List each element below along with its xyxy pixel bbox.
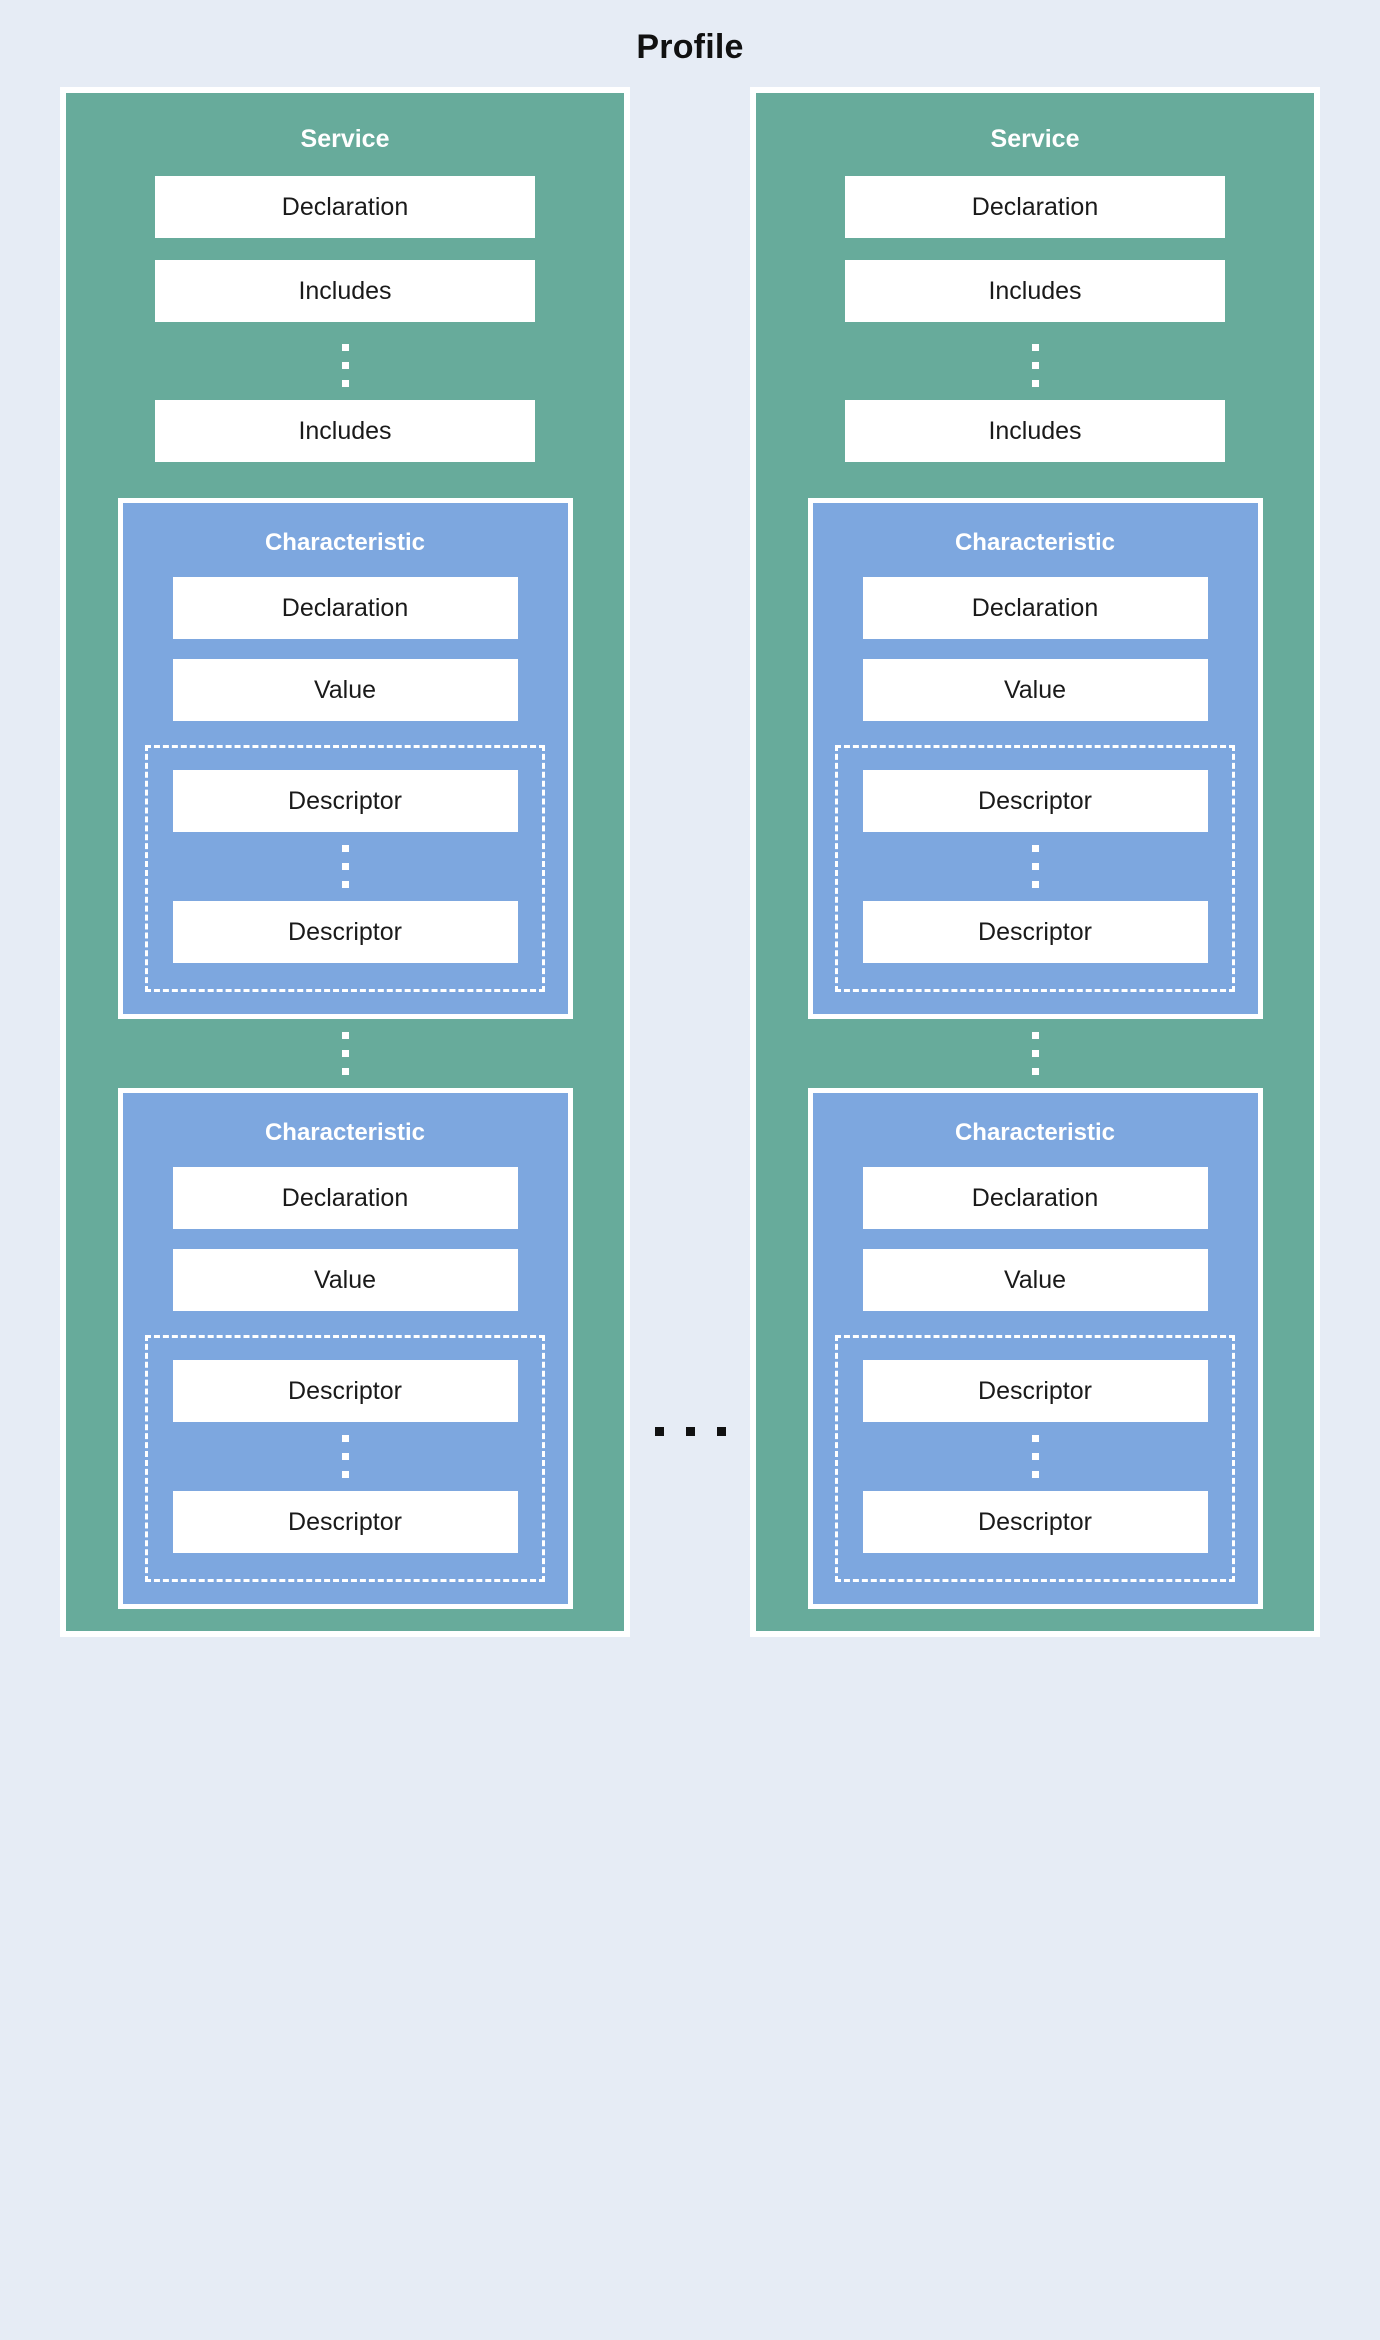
characteristic-value-box: Value xyxy=(862,659,1208,721)
characteristic-card-2: Characteristic Declaration Value Descrip… xyxy=(117,1088,573,1609)
descriptor-box-last: Descriptor xyxy=(172,1491,518,1553)
characteristic-title: Characteristic xyxy=(264,1119,426,1146)
characteristic-ellipsis xyxy=(66,1032,624,1075)
service-columns: Service Declaration Includes Includes Ch… xyxy=(0,67,1380,1637)
descriptor-box-last: Descriptor xyxy=(862,901,1208,963)
service-title: Service xyxy=(990,125,1080,153)
characteristic-declaration-box: Declaration xyxy=(862,577,1208,639)
service-card-1: Service Declaration Includes Includes Ch… xyxy=(60,87,630,1637)
descriptor-group: Descriptor Descriptor xyxy=(145,745,545,992)
ellipsis-dot xyxy=(1031,1453,1039,1460)
ellipsis-dot xyxy=(341,1471,349,1478)
characteristic-card-2: Characteristic Declaration Value Descrip… xyxy=(807,1088,1263,1609)
descriptor-box-first: Descriptor xyxy=(862,770,1208,832)
ellipsis-dot xyxy=(685,1427,695,1436)
ellipsis-dot xyxy=(654,1427,664,1436)
service-includes-box-last: Includes xyxy=(845,400,1225,462)
ellipsis-dot xyxy=(1031,1050,1039,1057)
descriptor-box-first: Descriptor xyxy=(172,1360,518,1422)
ellipsis-dot xyxy=(341,1435,349,1442)
characteristic-declaration-box: Declaration xyxy=(862,1167,1208,1229)
page-title: Profile xyxy=(636,28,744,66)
service-card-2: Service Declaration Includes Includes Ch… xyxy=(750,87,1320,1637)
descriptor-group: Descriptor Descriptor xyxy=(835,1335,1235,1582)
services-ellipsis xyxy=(630,1427,750,1436)
ellipsis-dot xyxy=(341,1032,349,1039)
characteristic-title: Characteristic xyxy=(954,1119,1116,1146)
characteristic-value-box: Value xyxy=(172,1249,518,1311)
ellipsis-dot xyxy=(1031,863,1039,870)
descriptor-ellipsis xyxy=(148,1435,542,1478)
descriptor-ellipsis xyxy=(148,845,542,888)
includes-ellipsis xyxy=(66,344,624,387)
includes-ellipsis xyxy=(756,344,1314,387)
ellipsis-dot xyxy=(341,344,349,351)
ellipsis-dot xyxy=(341,1068,349,1075)
ellipsis-dot xyxy=(1031,845,1039,852)
ellipsis-dot xyxy=(341,380,349,387)
characteristic-declaration-box: Declaration xyxy=(172,1167,518,1229)
ellipsis-dot xyxy=(1031,881,1039,888)
characteristic-ellipsis xyxy=(756,1032,1314,1075)
descriptor-box-first: Descriptor xyxy=(172,770,518,832)
service-title: Service xyxy=(300,125,390,153)
columns-separator xyxy=(630,87,750,1637)
service-includes-box-first: Includes xyxy=(845,260,1225,322)
ellipsis-dot xyxy=(341,362,349,369)
ellipsis-dot xyxy=(341,1050,349,1057)
characteristic-title: Characteristic xyxy=(264,529,426,556)
descriptor-ellipsis xyxy=(838,1435,1232,1478)
service-includes-box-first: Includes xyxy=(155,260,535,322)
descriptor-box-first: Descriptor xyxy=(862,1360,1208,1422)
service-declaration-box: Declaration xyxy=(155,176,535,238)
characteristic-value-box: Value xyxy=(862,1249,1208,1311)
ellipsis-dot xyxy=(1031,1471,1039,1478)
descriptor-ellipsis xyxy=(838,845,1232,888)
characteristic-title: Characteristic xyxy=(954,529,1116,556)
ellipsis-dot xyxy=(341,881,349,888)
ellipsis-dot xyxy=(1031,344,1039,351)
descriptor-group: Descriptor Descriptor xyxy=(835,745,1235,992)
characteristic-declaration-box: Declaration xyxy=(172,577,518,639)
service-declaration-box: Declaration xyxy=(845,176,1225,238)
ellipsis-dot xyxy=(1031,1435,1039,1442)
ellipsis-dot xyxy=(1031,1032,1039,1039)
characteristic-card-1: Characteristic Declaration Value Descrip… xyxy=(117,498,573,1019)
ellipsis-dot xyxy=(341,1453,349,1460)
descriptor-group: Descriptor Descriptor xyxy=(145,1335,545,1582)
ellipsis-dot xyxy=(716,1427,726,1436)
ellipsis-dot xyxy=(341,845,349,852)
characteristic-card-1: Characteristic Declaration Value Descrip… xyxy=(807,498,1263,1019)
ellipsis-dot xyxy=(341,863,349,870)
descriptor-box-last: Descriptor xyxy=(172,901,518,963)
ellipsis-dot xyxy=(1031,362,1039,369)
service-includes-box-last: Includes xyxy=(155,400,535,462)
descriptor-box-last: Descriptor xyxy=(862,1491,1208,1553)
ellipsis-dot xyxy=(1031,380,1039,387)
ellipsis-dot xyxy=(1031,1068,1039,1075)
characteristic-value-box: Value xyxy=(172,659,518,721)
